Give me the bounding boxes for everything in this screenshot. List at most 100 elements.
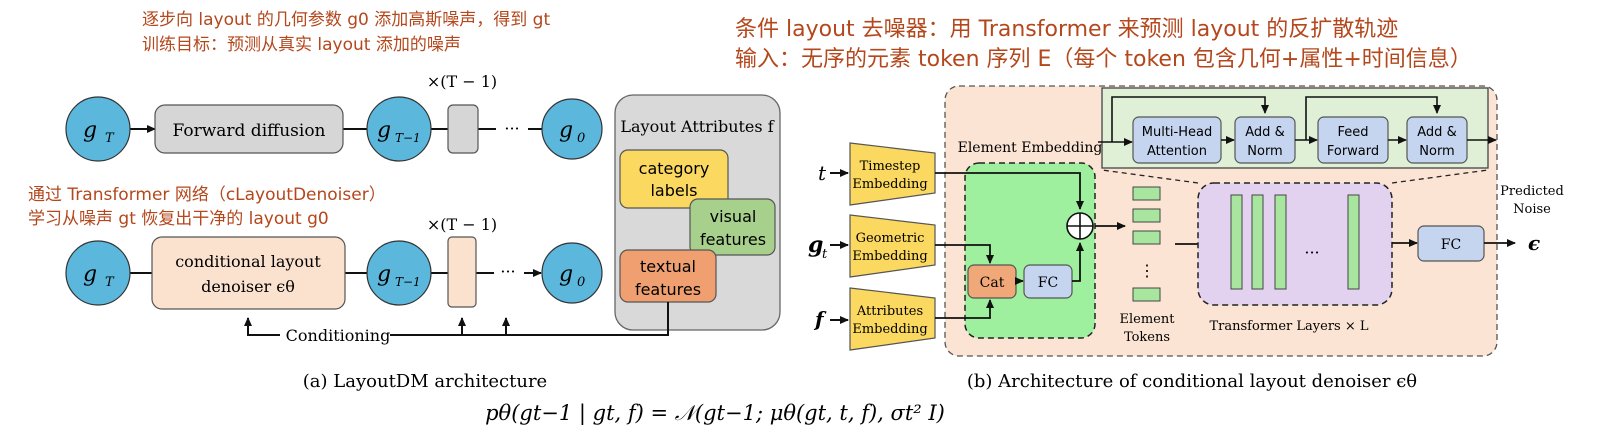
node-gT1-bottom: g T−1	[366, 240, 432, 306]
arrow-attr-to-cat	[935, 299, 994, 319]
label-gT-top: g	[83, 118, 97, 143]
plus-node	[1066, 212, 1094, 240]
visual-features-box	[689, 198, 776, 256]
geometric-label-1: Geometric	[856, 231, 925, 246]
label-gT1-bottom-sub: T−1	[395, 275, 421, 289]
steps-label-bottom: ×(T − 1)	[427, 215, 497, 234]
caption-b: (b) Architecture of conditional layout d…	[967, 371, 1417, 392]
attributes-label-2: Embedding	[852, 322, 927, 337]
ellipsis-bottom: ···	[500, 262, 515, 281]
layer-bar-2	[1251, 194, 1264, 290]
input-g-sub: t	[822, 247, 828, 262]
epsilon-output: ϵ	[1528, 231, 1540, 255]
input-f: f	[813, 307, 827, 331]
add-norm-box-2: Add & Norm	[1406, 116, 1468, 164]
node-gT-top: g T	[65, 96, 131, 162]
addnorm-label-2: Norm	[1247, 144, 1282, 159]
predicted-noise-label-2: Noise	[1513, 202, 1551, 217]
tokens-label-2: Tokens	[1124, 330, 1170, 345]
timestep-label-1: Timestep	[860, 159, 921, 174]
label-g0-top: g	[559, 118, 573, 143]
conditioning-label: Conditioning	[286, 326, 391, 345]
add-norm-box-1: Add & Norm	[1234, 116, 1296, 164]
steps-label-top: ×(T − 1)	[427, 72, 497, 91]
visual-label-1: visual	[710, 207, 757, 226]
note-top-left-1: 逐步向 layout 的几何参数 g0 添加高斯噪声，得到 gt	[142, 10, 550, 30]
note-top-left-2: 训练目标：预测从真实 layout 添加的噪声	[142, 35, 461, 55]
category-label-2: labels	[650, 181, 697, 200]
addnorm2-label-1: Add &	[1417, 125, 1456, 140]
arrow-geo-to-cat	[935, 244, 994, 264]
forward-diffusion-box: Forward diffusion	[154, 104, 344, 154]
fc-output-label: FC	[1441, 237, 1461, 253]
input-g: g	[808, 232, 823, 258]
node-gT1-top: g T−1	[366, 96, 432, 162]
note-top-right-2: 输入：无序的元素 token 序列 E（每个 token 包含几何+属性+时间信…	[735, 47, 1472, 72]
node-g0-bottom: g 0	[541, 242, 603, 304]
token-3	[1132, 230, 1161, 245]
node-g0-top: g 0	[541, 98, 603, 160]
token-2	[1132, 208, 1161, 223]
label-gT-top-sub: T	[105, 131, 115, 146]
diffusion-formula: pθ(gt−1 | gt, f) = 𝒩(gt−1; μθ(gt, t, f),…	[485, 401, 945, 426]
input-t: t	[818, 161, 827, 185]
layer-dots: ···	[1304, 243, 1319, 262]
timestep-label-2: Embedding	[852, 177, 927, 192]
fc-label-embedding: FC	[1038, 275, 1058, 291]
geometric-embedding: Geometric Embedding	[849, 214, 936, 278]
label-gT1-top-sub: T−1	[395, 131, 421, 145]
textual-label-2: features	[635, 280, 701, 299]
layer-bar-3	[1274, 194, 1287, 290]
element-embedding-box	[964, 162, 1096, 339]
caption-a: (a) LayoutDM architecture	[303, 371, 547, 392]
forward-diffusion-label: Forward diffusion	[172, 121, 325, 141]
category-label-1: category	[639, 159, 710, 178]
multi-head-attention-box: Multi-Head Attention	[1132, 116, 1222, 164]
category-labels-box	[619, 149, 729, 209]
layer-bar-n	[1347, 194, 1360, 290]
denoiser-label-1: conditional layout	[175, 252, 321, 271]
residual-2	[1305, 96, 1441, 140]
forward-step-box	[447, 104, 479, 154]
node-gT-bottom: g T	[65, 240, 131, 306]
feed-forward-box: Feed Forward	[1317, 116, 1389, 164]
mha-label-2: Attention	[1147, 144, 1207, 159]
denoiser-label-2: denoiser ϵθ	[201, 277, 295, 296]
label-g0-bottom-sub: 0	[577, 275, 585, 290]
token-1	[1132, 186, 1161, 201]
element-embedding-label: Element Embedding	[958, 140, 1103, 156]
visual-label-2: features	[700, 230, 766, 249]
note-top-right-1: 条件 layout 去噪器：用 Transformer 来预测 layout 的…	[735, 17, 1398, 42]
addnorm-label-1: Add &	[1245, 125, 1284, 140]
ellipsis-top: ···	[504, 119, 519, 138]
geometric-label-2: Embedding	[852, 249, 927, 264]
tokens-label-1: Element	[1120, 312, 1176, 327]
fc-output-box: FC	[1417, 225, 1485, 262]
note-mid-left-1: 通过 Transformer 网络（cLayoutDenoiser）	[28, 185, 386, 205]
transformer-layers-box	[1197, 182, 1393, 306]
token-n	[1132, 287, 1161, 302]
ff-label-2: Forward	[1327, 144, 1379, 159]
timestep-embedding: Timestep Embedding	[849, 142, 936, 206]
residual-1	[1111, 96, 1269, 142]
layer-bar-1	[1230, 194, 1243, 290]
arrow-fc-to-plus	[1072, 242, 1084, 282]
predicted-noise-label-1: Predicted	[1500, 184, 1564, 199]
zoom-line-left	[1101, 169, 1199, 184]
label-gT-bottom: g	[83, 262, 97, 287]
note-mid-left-2: 学习从噪声 gt 恢复出干净的 layout g0	[28, 209, 329, 229]
transformer-layers-label: Transformer Layers × L	[1210, 319, 1369, 334]
mha-label-1: Multi-Head	[1142, 125, 1212, 140]
label-gT-bottom-sub: T	[105, 275, 115, 290]
conditioning-label-bg	[280, 325, 390, 345]
textual-label-1: textual	[640, 257, 696, 276]
addnorm2-label-2: Norm	[1419, 144, 1454, 159]
attributes-embedding: Attributes Embedding	[849, 287, 936, 351]
attributes-label-1: Attributes	[856, 304, 923, 319]
label-g0-top-sub: 0	[577, 131, 585, 146]
denoise-step-box	[447, 236, 477, 308]
label-g0-bottom: g	[559, 262, 573, 287]
label-gT1-top: g	[377, 118, 391, 143]
fc-box-embedding: FC	[1023, 264, 1073, 299]
